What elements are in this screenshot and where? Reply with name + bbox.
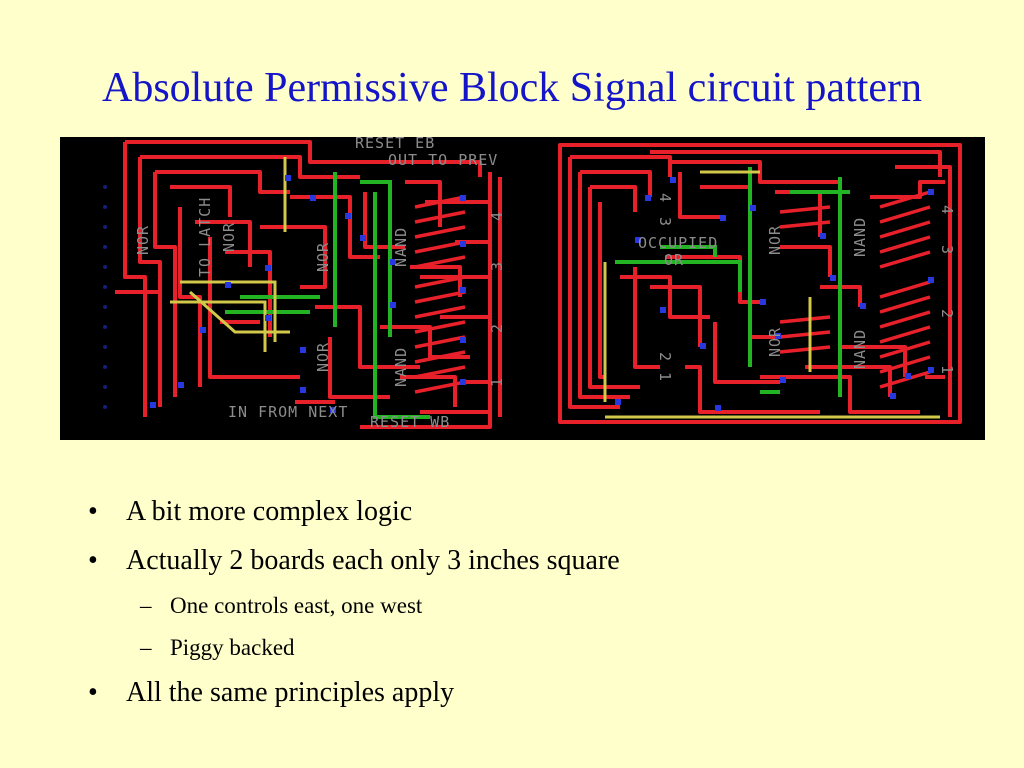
label-in-from-next: IN FROM NEXT [228,403,348,421]
label-occupied: OCCUPIED [638,234,718,252]
bullet-marker: • [88,677,98,708]
right-pads [615,177,934,411]
right-green-jumpers [615,167,850,397]
bullet-text: All the same principles apply [126,677,455,708]
right-fan-traces [779,190,931,389]
right-yellow-jumpers [603,170,940,419]
label-right-edge-3: 3 [938,245,956,255]
label-right-nor-top: NOR [766,225,784,255]
sub-bullet-marker: – [140,635,152,660]
pcb-artwork: RESET EB OUT TO PREV NOR TO LATCH NOR NO… [103,137,962,431]
label-left-3: 3 [488,261,506,271]
bullet-text: Actually 2 boards each only 3 inches squ… [126,545,620,576]
left-pads [150,175,466,413]
label-right-3: 3 [656,217,674,227]
left-yellow-jumpers [170,157,290,352]
bullet-item: • A bit more complex logic [86,494,986,530]
label-right-4: 4 [656,193,674,203]
label-nor-a: NOR [134,225,152,255]
bullet-marker: • [88,496,98,527]
sub-bullet-marker: – [140,593,152,618]
label-left-1: 1 [488,377,506,387]
label-right-2: 2 [656,352,674,362]
left-red-traces [115,140,502,429]
left-grid-dots [103,185,107,409]
left-fan-traces [414,195,466,394]
left-green-jumpers [225,172,430,419]
label-nand-top: NAND [392,227,410,267]
label-to-latch: TO LATCH [196,197,214,277]
pcb-layout-image: RESET EB OUT TO PREV NOR TO LATCH NOR NO… [60,137,985,440]
right-red-traces [558,143,962,424]
left-board: RESET EB OUT TO PREV NOR TO LATCH NOR NO… [103,137,506,431]
label-right-nor-bottom: NOR [766,327,784,357]
bullet-marker: • [88,545,98,576]
bullet-list: • A bit more complex logic • Actually 2 … [86,494,986,711]
label-right-nand-bottom: NAND [851,329,869,369]
label-nor-b: NOR [220,222,238,252]
label-right-1: 1 [656,372,674,382]
sub-bullet-item: – One controls east, one west [86,591,986,621]
slide-title: Absolute Permissive Block Signal circuit… [101,65,923,111]
bullet-text: A bit more complex logic [126,496,413,527]
bullet-item: • Actually 2 boards each only 3 inches s… [86,543,986,579]
label-nand-bottom: NAND [392,347,410,387]
sub-bullet-item: – Piggy backed [86,633,986,663]
label-right-edge-2: 2 [938,309,956,319]
label-out-to-prev: OUT TO PREV [388,151,498,169]
label-right-edge-4: 4 [938,205,956,215]
label-nor-c: NOR [314,242,332,272]
label-right-edge-1: 1 [938,365,956,375]
label-or: OR [664,251,684,269]
right-board: OCCUPIED OR NOR NAND NOR NAND 4 3 2 1 4 … [558,143,962,424]
label-reset-wb: RESET WB [370,413,450,431]
label-reset-eb: RESET EB [355,137,435,152]
sub-bullet-text: One controls east, one west [170,593,423,618]
sub-bullet-text: Piggy backed [170,635,295,660]
label-right-nand-top: NAND [851,217,869,257]
bullet-item: • All the same principles apply [86,675,986,711]
label-left-2: 2 [488,323,506,333]
label-left-4: 4 [488,211,506,221]
label-nor-d: NOR [314,342,332,372]
